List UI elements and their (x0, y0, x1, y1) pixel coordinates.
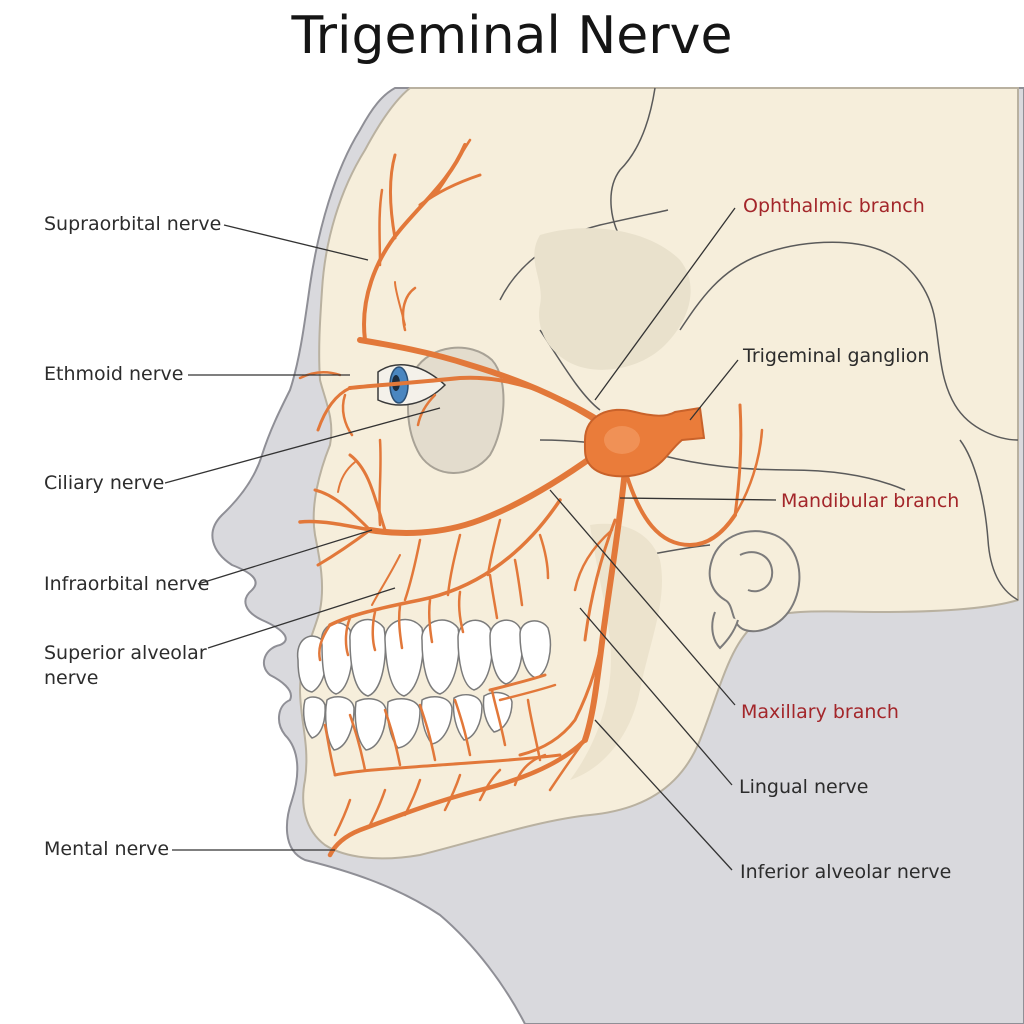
leader-lines (164, 207, 777, 871)
label-inferior-alveolar-nerve: Inferior alveolar nerve (740, 861, 952, 883)
label-ethmoid-nerve: Ethmoid nerve (44, 363, 184, 385)
nerve-network (298, 138, 764, 858)
ear (708, 530, 801, 650)
label-mental-nerve: Mental nerve (44, 838, 170, 860)
label-superior-alveolar-line1: Superior alveolar (44, 642, 207, 664)
cheekbone-shade (534, 228, 691, 370)
label-trigeminal-ganglion: Trigeminal ganglion (743, 345, 930, 367)
page-title: Trigeminal Nerve (291, 6, 733, 66)
label-superior-alveolar-line2: nerve (44, 667, 99, 689)
leader-infraorbital (197, 529, 373, 585)
leader-ganglion (689, 359, 739, 421)
leader-superior-alveolar (207, 587, 396, 649)
leader-lingual (579, 607, 733, 786)
leader-supraorbital (223, 224, 369, 261)
trigeminal-ganglion (583, 406, 706, 478)
jaw-shade (570, 523, 662, 780)
label-lingual-nerve: Lingual nerve (739, 776, 869, 798)
leader-maxillary (549, 489, 736, 706)
lower-teeth (302, 691, 513, 751)
label-mandibular-branch: Mandibular branch (781, 490, 960, 512)
label-supraorbital-nerve: Supraorbital nerve (44, 213, 222, 235)
label-ophthalmic-branch: Ophthalmic branch (743, 195, 925, 217)
leader-inferior-alveolar (594, 719, 733, 871)
label-ciliary-nerve: Ciliary nerve (44, 472, 165, 494)
label-maxillary-branch: Maxillary branch (741, 701, 899, 723)
upper-teeth (296, 618, 552, 697)
leader-mandibular (619, 497, 777, 501)
label-infraorbital-nerve: Infraorbital nerve (44, 573, 210, 595)
leader-ciliary (164, 407, 441, 484)
leader-ophthalmic (594, 207, 736, 401)
